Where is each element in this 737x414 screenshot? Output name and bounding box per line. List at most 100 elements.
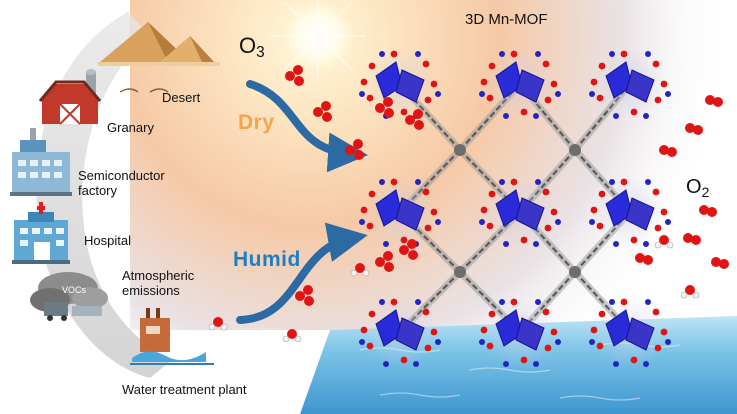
- vocs-badge: VOCs: [62, 285, 87, 295]
- oxygen-atom: [660, 328, 668, 336]
- oxygen-molecule: [705, 95, 723, 107]
- oxygen-atom: [596, 222, 604, 230]
- oxygen-atom: [405, 115, 415, 125]
- oxygen-molecule: [685, 123, 703, 135]
- oxygen-atom: [488, 310, 496, 318]
- nitrogen-atom: [503, 241, 509, 247]
- oxygen-atom: [659, 145, 669, 155]
- gas-molecules: [208, 65, 729, 343]
- nitrogen-atom: [643, 361, 649, 367]
- nitrogen-atom: [379, 51, 385, 57]
- linker-hub: [569, 144, 581, 156]
- nitrogen-atom: [379, 179, 385, 185]
- oxygen-atom: [520, 108, 528, 116]
- oxygen-atom: [691, 235, 701, 245]
- nitrogen-atom: [359, 91, 365, 97]
- nitrogen-atom: [479, 91, 485, 97]
- oxygen-atom: [542, 188, 550, 196]
- humid-label: Humid: [233, 248, 301, 271]
- nitrogen-atom: [479, 339, 485, 345]
- oxygen-atom: [390, 298, 398, 306]
- mn-polyhedron: [625, 317, 655, 351]
- ozone-molecule: [285, 65, 304, 86]
- ozone-molecule: [295, 285, 314, 306]
- oxygen-atom: [408, 250, 418, 260]
- oxygen-atom: [384, 108, 394, 118]
- ozone-molecule: [405, 109, 424, 130]
- oxygen-atom: [550, 328, 558, 336]
- mn-node: [359, 296, 441, 368]
- oxygen-atom: [707, 207, 717, 217]
- nitrogen-atom: [589, 219, 595, 225]
- source-label-water-treatment: Water treatment plant: [122, 382, 247, 397]
- oxygen-atom: [399, 245, 409, 255]
- oxygen-atom: [360, 206, 368, 214]
- linker-backbone: [459, 271, 521, 333]
- oxygen-atom: [542, 308, 550, 316]
- oxygen-atom: [654, 344, 662, 352]
- nitrogen-atom: [479, 219, 485, 225]
- nitrogen-atom: [413, 361, 419, 367]
- mn-polyhedron: [395, 69, 425, 103]
- nitrogen-atom: [665, 91, 671, 97]
- oxygen-atom: [719, 259, 729, 269]
- oxygen-atom: [430, 208, 438, 216]
- nitrogen-atom: [555, 91, 561, 97]
- nitrogen-atom: [503, 361, 509, 367]
- oxygen-atom: [654, 96, 662, 104]
- nitrogen-atom: [383, 361, 389, 367]
- oxygen-atom: [510, 178, 518, 186]
- source-label-desert: Desert: [162, 90, 201, 105]
- oxygen-atom: [660, 208, 668, 216]
- mof-title: 3D Mn-MOF: [465, 11, 548, 28]
- source-label-hospital: Hospital: [84, 233, 131, 248]
- oxygen-atom: [544, 96, 552, 104]
- linker-hub: [454, 144, 466, 156]
- nitrogen-atom: [609, 179, 615, 185]
- mn-polyhedron: [515, 317, 545, 351]
- oxygen-atom: [407, 239, 417, 249]
- nitrogen-atom: [613, 113, 619, 119]
- nitrogen-atom: [555, 219, 561, 225]
- oxygen-atom: [430, 80, 438, 88]
- oxygen-atom: [422, 308, 430, 316]
- linker-hub: [569, 266, 581, 278]
- oxygen-atom: [510, 50, 518, 58]
- oxygen-atom: [383, 97, 393, 107]
- oxygen-atom: [635, 253, 645, 263]
- sun-rays: [270, 0, 366, 82]
- oxygen-atom: [400, 108, 408, 116]
- oxygen-atom: [685, 123, 695, 133]
- oxygen-atom: [321, 101, 331, 111]
- oxygen-atom: [285, 71, 295, 81]
- ozone-molecule: [399, 239, 418, 260]
- hydrogen-atom: [294, 335, 302, 343]
- linker-backbone: [574, 83, 631, 151]
- oxygen-atom: [652, 188, 660, 196]
- water-molecule: [654, 235, 674, 249]
- mn-node: [479, 48, 561, 120]
- sky-glow: [130, 0, 737, 330]
- oxygen-atom: [424, 96, 432, 104]
- nitrogen-atom: [609, 51, 615, 57]
- oxygen-atom: [488, 190, 496, 198]
- oxygen-atom: [510, 298, 518, 306]
- linker-backbone: [459, 149, 521, 213]
- oxygen-atom: [213, 317, 223, 327]
- oxygen-atom: [480, 206, 488, 214]
- oxygen-molecule: [699, 205, 717, 217]
- mn-polyhedron: [625, 69, 655, 103]
- oxygen-atom: [630, 236, 638, 244]
- linker-hub: [454, 266, 466, 278]
- oxygen-atom: [598, 190, 606, 198]
- oxygen-atom: [413, 109, 423, 119]
- nitrogen-atom: [435, 339, 441, 345]
- hydrogen-atom: [362, 269, 370, 277]
- desert-pyramids-icon: [98, 22, 220, 93]
- mn-polyhedron: [395, 197, 425, 231]
- oxygen-atom: [598, 310, 606, 318]
- oxygen-atom: [383, 251, 393, 261]
- nitrogen-atom: [383, 241, 389, 247]
- oxygen-atom: [667, 147, 677, 157]
- hydrogen-atom: [692, 291, 700, 299]
